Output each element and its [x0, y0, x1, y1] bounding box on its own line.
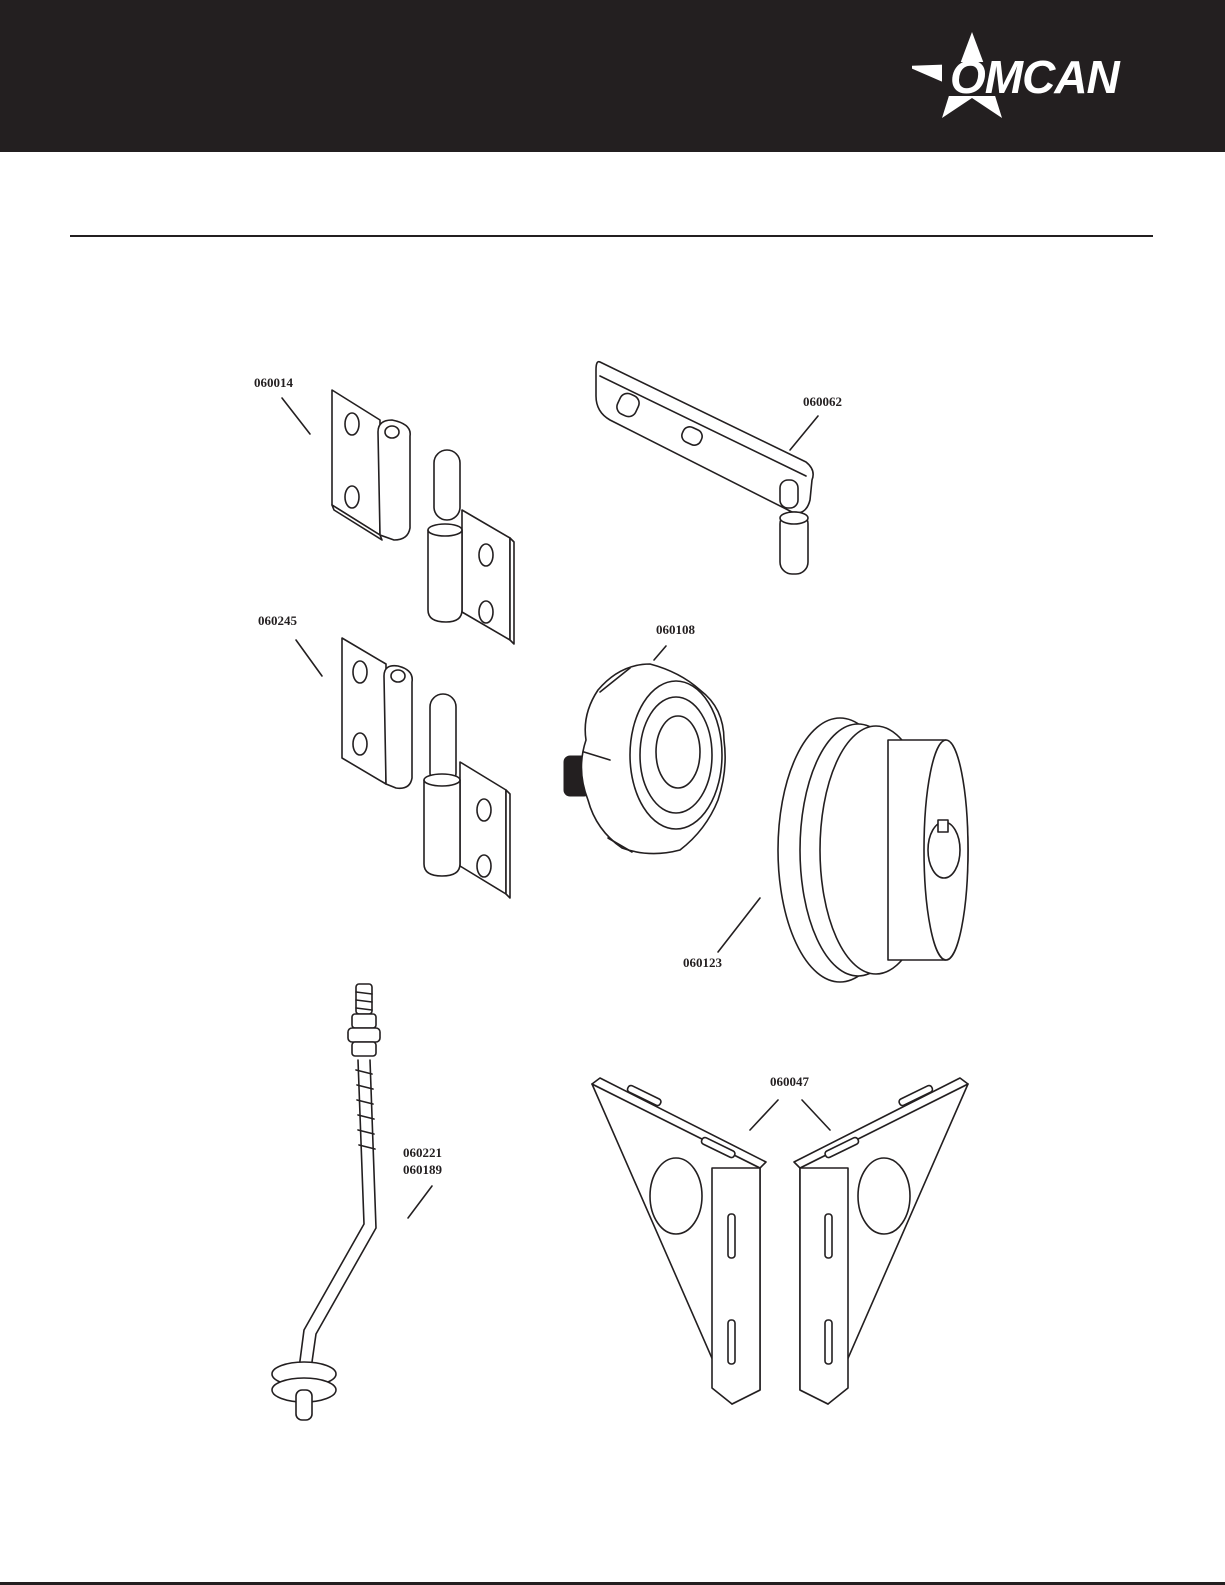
- part-label-060123: 060123: [683, 954, 722, 971]
- leader-060014: [282, 398, 310, 434]
- leader-060245: [296, 640, 322, 676]
- rod-drawing: [272, 984, 380, 1420]
- knob-drawing: [564, 664, 725, 854]
- leader-060123: [718, 898, 760, 952]
- pulley-drawing: [778, 718, 968, 982]
- corner-bracket-left: [592, 1078, 766, 1404]
- leader-060062: [790, 416, 818, 450]
- corner-bracket-right: [794, 1078, 968, 1404]
- leader-060047-left: [750, 1100, 778, 1130]
- part-label-060108: 060108: [656, 621, 695, 638]
- bracket-arm-drawing: [596, 362, 813, 574]
- leader-060047-right: [802, 1100, 830, 1130]
- hinge-bottom-drawing: [342, 638, 510, 898]
- part-label-060014: 060014: [254, 374, 293, 391]
- part-label-060062: 060062: [803, 393, 842, 410]
- leader-060221: [408, 1186, 432, 1218]
- leader-060108: [654, 646, 666, 660]
- part-label-060189: 060189: [403, 1161, 442, 1178]
- part-label-060221: 060221: [403, 1144, 442, 1161]
- hinge-top-drawing: [332, 390, 514, 644]
- part-label-060047: 060047: [770, 1073, 809, 1090]
- part-label-060245: 060245: [258, 612, 297, 629]
